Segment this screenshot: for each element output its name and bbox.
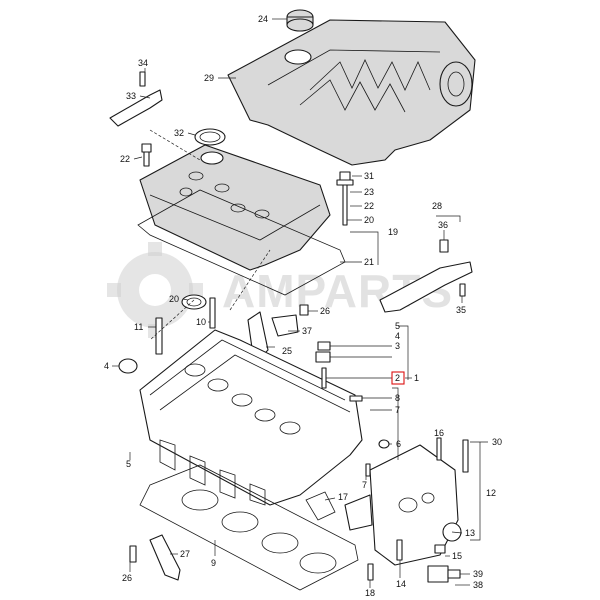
callout-20-right: 20 [364,215,374,225]
callout-18: 18 [365,588,375,598]
stud-30 [462,439,469,473]
callout-23: 23 [364,187,374,197]
callout-33: 33 [126,91,136,101]
callout-5-top: 5 [395,321,400,331]
callout-32: 32 [174,128,184,138]
callout-13: 13 [465,528,475,538]
callout-14: 14 [396,579,406,589]
callout-29: 29 [204,73,214,83]
bolt-18 [367,563,374,581]
callout-26-top: 26 [320,306,330,316]
callout-31: 31 [364,171,374,181]
callout-26-bottom: 26 [122,573,132,583]
callout-5-left: 5 [126,459,131,469]
callout-37: 37 [302,326,312,336]
callout-1: 1 [414,373,419,383]
watermark-gear-icon [107,242,203,338]
seal-ring [194,128,226,146]
gasket-17 [305,491,336,521]
oil-filler-cap [286,9,314,32]
bolt-10 [209,297,216,329]
callout-30: 30 [492,437,502,447]
callout-9: 9 [211,558,216,568]
callout-3: 3 [395,341,400,351]
callout-24: 24 [258,14,268,24]
bolt-31 [336,171,354,226]
seal-20 [181,294,207,310]
bolt-26 [129,545,137,563]
stud-16 [436,437,442,461]
callout-15: 15 [452,551,462,561]
o-ring-4 [118,358,138,374]
callout-11: 11 [134,322,143,332]
callout-36: 36 [438,220,448,230]
callout-34: 34 [138,58,148,68]
callout-8: 8 [395,393,400,403]
bracket-28 [379,239,473,313]
bolt-14 [396,539,403,561]
sensor-39 [427,565,461,583]
callout-28: 28 [432,201,442,211]
valve-parts-stack [315,341,390,477]
bolt-22 [141,143,152,167]
bolt-15 [434,544,446,554]
callout-7-lower: 7 [362,480,367,490]
callout-22-left: 22 [120,154,130,164]
callout-10: 10 [196,317,206,327]
callout-12: 12 [486,488,496,498]
callout-16: 16 [434,428,444,438]
callout-labels: 24 29 34 33 32 22 31 23 22 20 19 21 28 3… [104,14,502,598]
callout-4-right: 4 [395,331,400,341]
head-gasket [139,464,359,591]
callout-39: 39 [473,569,483,579]
callout-38: 38 [473,580,483,590]
engine-cover [227,19,476,166]
callout-21: 21 [364,257,374,267]
callout-20-left: 20 [169,294,179,304]
callout-22-right: 22 [364,201,374,211]
leader-lines [112,18,488,588]
callout-27: 27 [180,549,190,559]
bolt-11 [155,317,163,355]
callout-25: 25 [282,346,292,356]
callout-35: 35 [456,305,466,315]
callout-2-highlight [391,371,405,385]
callout-17: 17 [338,492,348,502]
bracket-top-left [109,71,163,127]
callout-2: 2 [395,373,400,383]
bracket-27 [149,534,181,581]
callout-19: 19 [388,227,398,237]
callout-6: 6 [396,439,401,449]
callout-4-left: 4 [104,361,109,371]
valve-cover [139,144,331,271]
callout-7-right: 7 [395,405,400,415]
cylinder-head [139,329,363,506]
